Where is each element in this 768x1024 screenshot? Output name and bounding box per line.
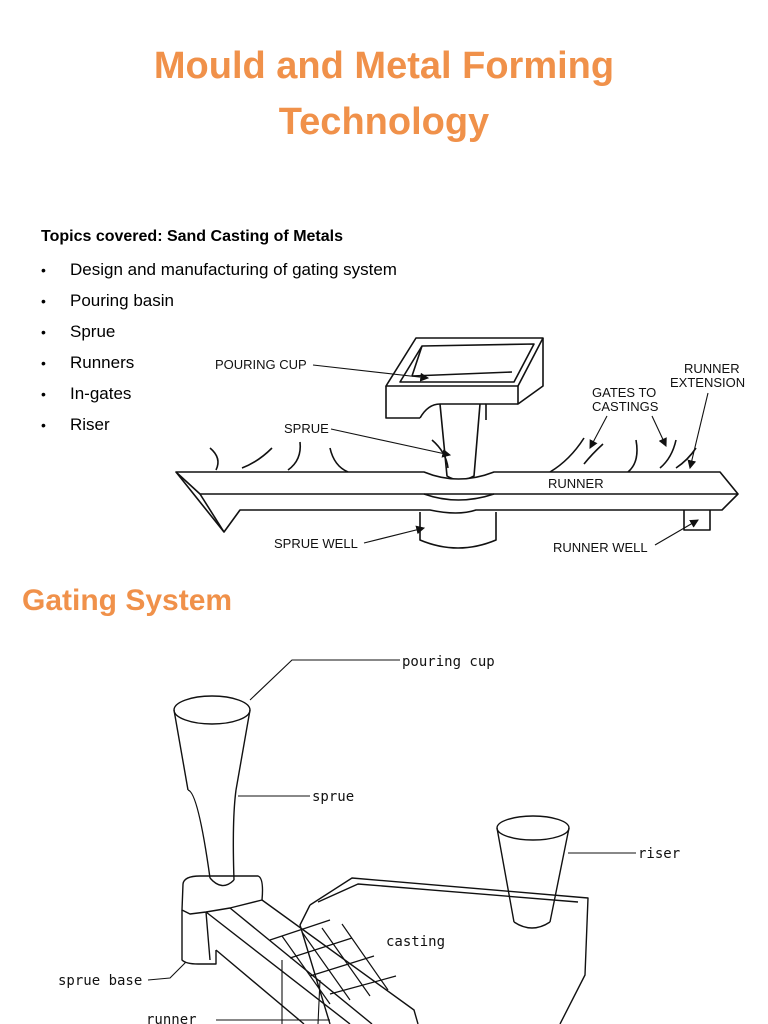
gate-grid: [269, 919, 397, 1005]
label-sprue-base: sprue base: [58, 973, 142, 989]
list-item: • Design and manufacturing of gating syst…: [41, 257, 397, 288]
gating-system-diagram-1: POURING CUP SPRUE SPRUE WELL RUNNER GATE…: [175, 337, 745, 555]
bullet-icon: •: [41, 262, 46, 278]
list-item: • Pouring basin: [41, 288, 397, 319]
label-sprue-well: SPRUE WELL: [274, 536, 358, 551]
sprue-well-shape: [419, 512, 497, 549]
gate-curves: [209, 437, 697, 473]
title-line-2: Technology: [278, 101, 490, 143]
casting-shape: [299, 877, 589, 1024]
list-item-text: Pouring basin: [70, 291, 174, 310]
label-runner: RUNNER: [548, 476, 604, 491]
bullet-icon: •: [41, 293, 46, 309]
list-item: • In-gates: [41, 381, 397, 412]
label-sprue-2: sprue: [312, 789, 354, 805]
label-gates-line2: CASTINGS: [592, 399, 659, 414]
sprue-base-leader: [147, 961, 187, 981]
sprue-well-leader: [363, 525, 426, 544]
bullet-icon: •: [41, 417, 46, 433]
list-item-text: Design and manufacturing of gating syste…: [70, 260, 397, 279]
label-runner-well: RUNNER WELL: [553, 540, 648, 555]
bullet-icon: •: [41, 324, 46, 340]
list-item-text: Sprue: [70, 322, 116, 341]
label-pouring-cup-2: pouring cup: [402, 654, 495, 670]
topics-list: • Design and manufacturing of gating syst…: [41, 257, 397, 443]
list-item: • Sprue: [41, 319, 397, 350]
runner-leader: [216, 960, 330, 1024]
label-gates-line1: GATES TO: [592, 385, 656, 400]
label-pouring-cup: POURING CUP: [215, 357, 307, 372]
gates-leader-1: [589, 415, 608, 449]
list-item-text: In-gates: [70, 384, 132, 403]
label-casting: casting: [386, 934, 445, 950]
label-sprue: SPRUE: [284, 421, 329, 436]
runner-extension-leader: [687, 392, 709, 470]
label-runner-ext-line2: EXTENSION: [670, 375, 745, 390]
runner-shape-2: [205, 899, 419, 1024]
list-item-text: Riser: [70, 415, 110, 434]
pouring-cup-leader-2: [249, 659, 400, 701]
list-item: • Riser: [41, 412, 397, 443]
riser-shape: [496, 815, 570, 929]
sprue-base-shape: [181, 875, 264, 965]
sprue-shape-2: [187, 789, 237, 887]
runner-shape: [175, 471, 739, 533]
label-runner-ext-line1: RUNNER: [684, 361, 740, 376]
topics-heading: Topics covered: Sand Casting of Metals: [41, 228, 343, 245]
sprue-leader: [330, 428, 452, 458]
label-runner-2: runner: [146, 1012, 197, 1024]
pouring-cup-leader: [312, 364, 430, 382]
section-title: Gating System: [22, 584, 233, 617]
label-riser: riser: [638, 846, 680, 862]
pouring-cup-shape: [385, 337, 544, 420]
pouring-cup-shape-2: [173, 695, 251, 791]
page-title: Mould and Metal Forming Technology: [0, 38, 768, 150]
bullet-icon: •: [41, 355, 46, 371]
bullet-icon: •: [41, 386, 46, 402]
list-item-text: Runners: [70, 353, 135, 372]
runner-well-shape: [683, 510, 711, 531]
gates-leader-2: [651, 415, 667, 447]
runner-well-leader: [654, 519, 699, 546]
title-line-1: Mould and Metal Forming: [153, 45, 615, 87]
sprue-shape: [439, 403, 481, 481]
list-item: • Runners: [41, 350, 397, 381]
